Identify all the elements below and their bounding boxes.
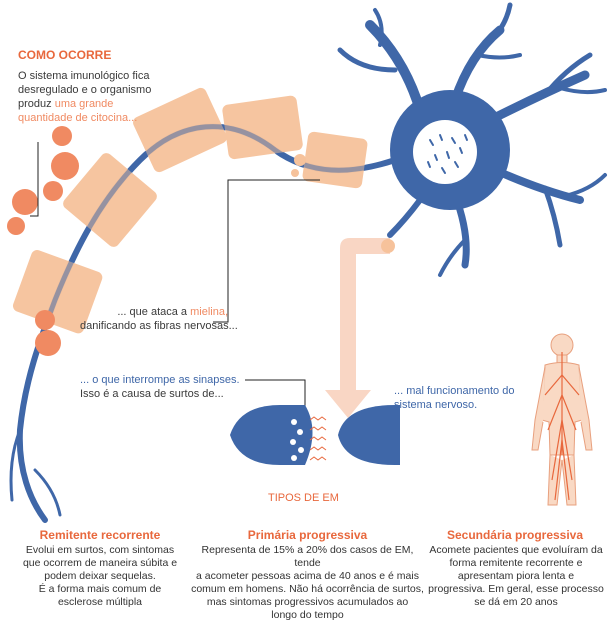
type-line: forma remitente recorrente e [449,557,583,569]
type-line: Evolui em surtos, com sintomas [25,544,175,556]
type-line: comum em homens. Não há ocorrência de su… [191,583,424,595]
como-ocorre-text: O sistema imunológico fica desregulado e… [18,69,151,125]
cytokine-circles [7,126,79,356]
type-line: mas sintomas progressivos acumulados ao [206,596,409,608]
nucleus-dots [427,134,468,174]
type-text-secundaria: Acomete pacientes que evoluíram da forma… [420,544,612,609]
type-title-primaria: Primária progressiva [247,528,368,542]
type-text-remitente: Evolui em surtos, com sintomas que ocorr… [0,544,200,609]
como-ocorre-highlight: quantidade de citocina... [18,112,138,124]
type-line: longo do tempo [271,609,344,621]
sinapse-caption-line: ... o que interrompe as sinapses. [80,374,240,386]
type-line: Representa de 15% a 20% dos casos de EM,… [201,544,414,569]
type-line: esclerose múltipla [57,596,143,608]
sistema-caption-line: sistema nervoso. [394,399,478,411]
type-line: progressiva. Em geral, esse processo [428,583,604,595]
sinapse-caption: ... o que interrompe as sinapses. Isso é… [80,373,240,401]
type-title-secundaria: Secundária progressiva [446,528,584,542]
type-text-primaria: Representa de 15% a 20% dos casos de EM,… [190,544,425,622]
sinapse-caption-line: Isso é a causa de surtos de... [80,388,224,400]
mielina-caption-plain: ... que ataca a [117,306,191,318]
cell-nucleus [413,120,477,184]
tipos-label: TIPOS DE EM [268,492,339,504]
como-ocorre-line: O sistema imunológico fica [18,70,150,82]
type-line: a acometer pessoas acima de 40 anos e é … [196,570,419,582]
synapse [230,405,400,465]
dendrites [337,2,607,277]
como-ocorre-line: produz uma grande [18,97,151,111]
type-line: se dá em 20 anos [474,596,558,608]
como-ocorre-line: desregulado e o organismo [18,84,152,96]
como-ocorre-plain: produz [18,98,55,110]
type-line: Acomete pacientes que evoluíram da [429,544,603,556]
type-title-remitente: Remitente recorrente [39,528,161,542]
mielina-caption-line2: danificando as fibras nervosas... [80,320,238,332]
myelin-debris [291,154,306,177]
signal-arrow [325,238,395,418]
spinal-nerves [544,352,580,501]
sistema-caption-line: ... mal funcionamento do [394,385,515,397]
mielina-caption: ... que ataca a mielina, [80,305,228,319]
sistema-caption: ... mal funcionamento do sistema nervoso… [394,384,514,412]
type-line: É a forma mais comum de [38,583,162,595]
type-line: que ocorrem de maneira súbita e [22,557,178,569]
type-line: podem deixar sequelas. [44,570,156,582]
type-line: apresentam piora lenta e [457,570,575,582]
como-ocorre-highlight: uma grande [54,98,114,110]
mielina-caption-highlight: mielina, [190,306,228,318]
como-ocorre-title: COMO OCORRE [18,48,112,62]
mielina-caption-line: ... que ataca a mielina, [80,305,228,319]
